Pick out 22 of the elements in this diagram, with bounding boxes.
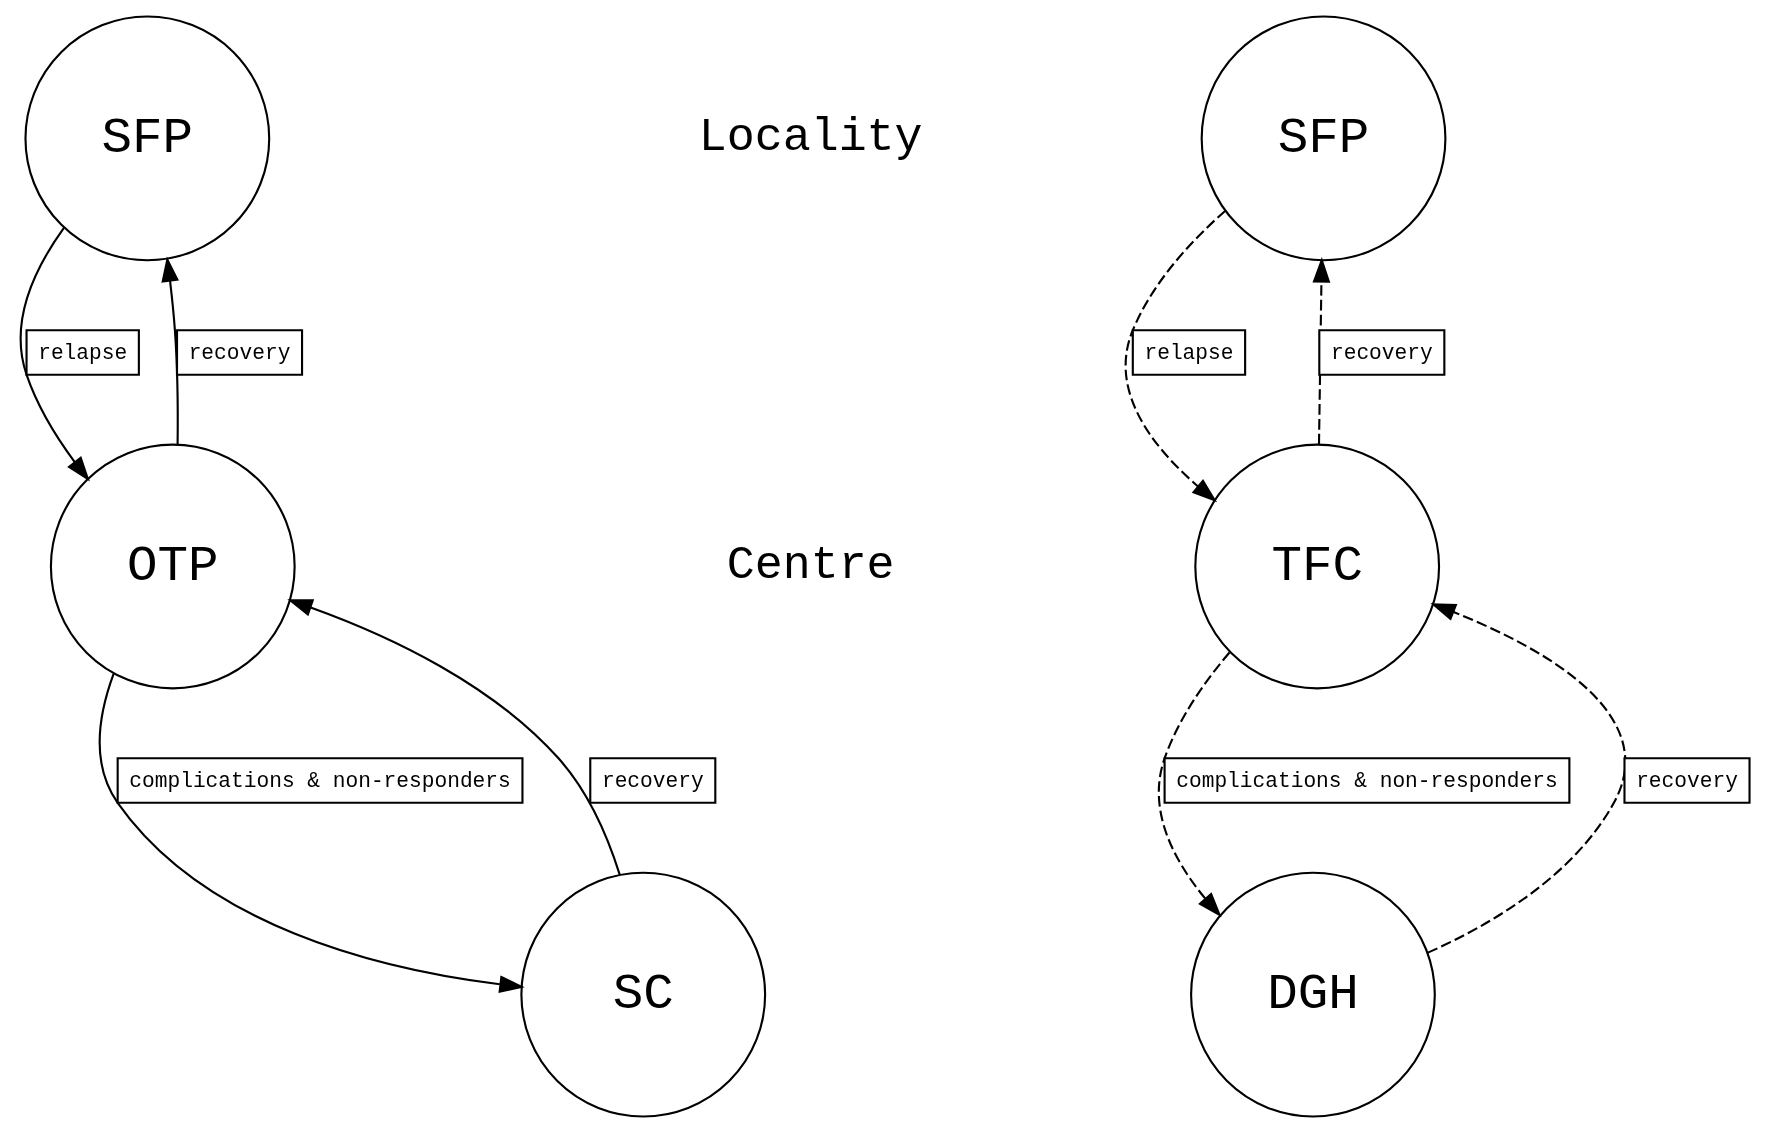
arrow (1312, 257, 1330, 445)
arrow (1124, 209, 1226, 503)
node-circle: SFP (23, 15, 270, 262)
label: Centre (726, 539, 895, 593)
edge-label: relapse (37, 340, 127, 365)
arrow (1426, 603, 1626, 954)
arrow (286, 599, 621, 875)
edge-label: recovery (1635, 768, 1738, 793)
edge-label: complications & non-responders (128, 768, 511, 793)
edge-label: recovery (601, 768, 704, 793)
arrow (160, 256, 179, 445)
label: Locality (698, 111, 923, 165)
edge-label: relapse (1143, 340, 1233, 365)
edge-label: complications & non-responders (1175, 768, 1558, 793)
arrow (1157, 651, 1230, 918)
edge-label: recovery (188, 340, 290, 365)
node-circle: SFP (1200, 15, 1446, 262)
node-circle: OTP (49, 443, 296, 690)
edge-label: recovery (1330, 340, 1433, 365)
arrow (19, 227, 90, 482)
node-circle: SC (519, 871, 766, 1118)
node-circle: DGH (1189, 871, 1436, 1118)
